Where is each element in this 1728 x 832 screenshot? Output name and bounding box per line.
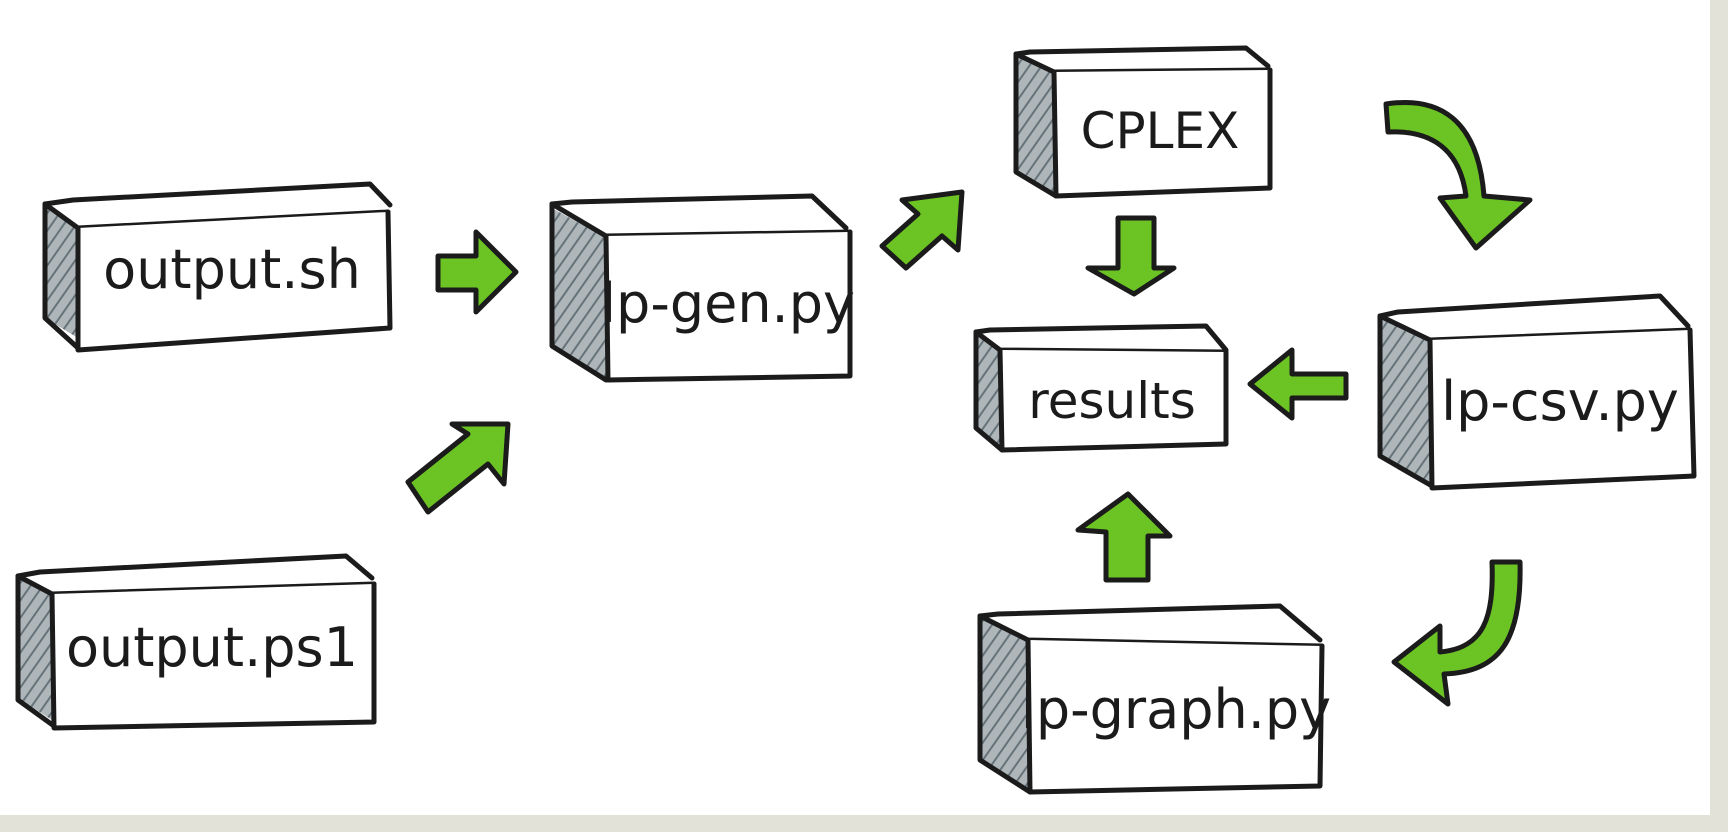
frame-border-bottom xyxy=(0,815,1728,832)
box-cplex: CPLEX xyxy=(1013,45,1273,199)
box-output-sh: output.sh xyxy=(42,181,393,353)
box-output-ps1: output.ps1 xyxy=(15,553,377,731)
arrow-cplex-to-results xyxy=(1085,215,1177,297)
arrow-lp-csv-to-lp-graph xyxy=(1391,559,1523,707)
box-side-shading xyxy=(552,208,606,378)
box-side-shading xyxy=(18,578,52,720)
box-label-results: results xyxy=(1028,372,1196,430)
box-label-output-sh: output.sh xyxy=(103,238,361,301)
arrow-output-ps1-to-lp-gen xyxy=(405,421,511,515)
box-label-lp-graph: lp-graph.py xyxy=(1021,678,1331,741)
box-label-lp-gen: lp-gen.py xyxy=(601,272,855,335)
arrow-output-sh-to-lp-gen xyxy=(435,229,519,315)
box-side-shading xyxy=(1380,318,1430,484)
box-label-lp-csv: lp-csv.py xyxy=(1441,370,1679,433)
frame-border-right xyxy=(1710,0,1728,832)
box-side-shading xyxy=(976,334,1000,448)
box-lp-graph: lp-graph.py xyxy=(977,603,1331,795)
arrow-lp-csv-to-results xyxy=(1247,347,1349,421)
box-side-shading xyxy=(45,206,78,338)
box-label-cplex: CPLEX xyxy=(1081,102,1240,160)
box-label-output-ps1: output.ps1 xyxy=(66,616,358,679)
box-side-shading xyxy=(1016,56,1054,196)
arrow-lp-graph-to-results xyxy=(1075,491,1173,583)
arrow-lp-gen-to-cplex xyxy=(879,189,965,271)
box-side-shading xyxy=(980,618,1028,790)
arrow-cplex-to-lp-csv xyxy=(1383,99,1533,251)
box-lp-gen: lp-gen.py xyxy=(549,193,855,383)
box-results: results xyxy=(973,323,1229,453)
box-lp-csv: lp-csv.py xyxy=(1377,293,1697,491)
